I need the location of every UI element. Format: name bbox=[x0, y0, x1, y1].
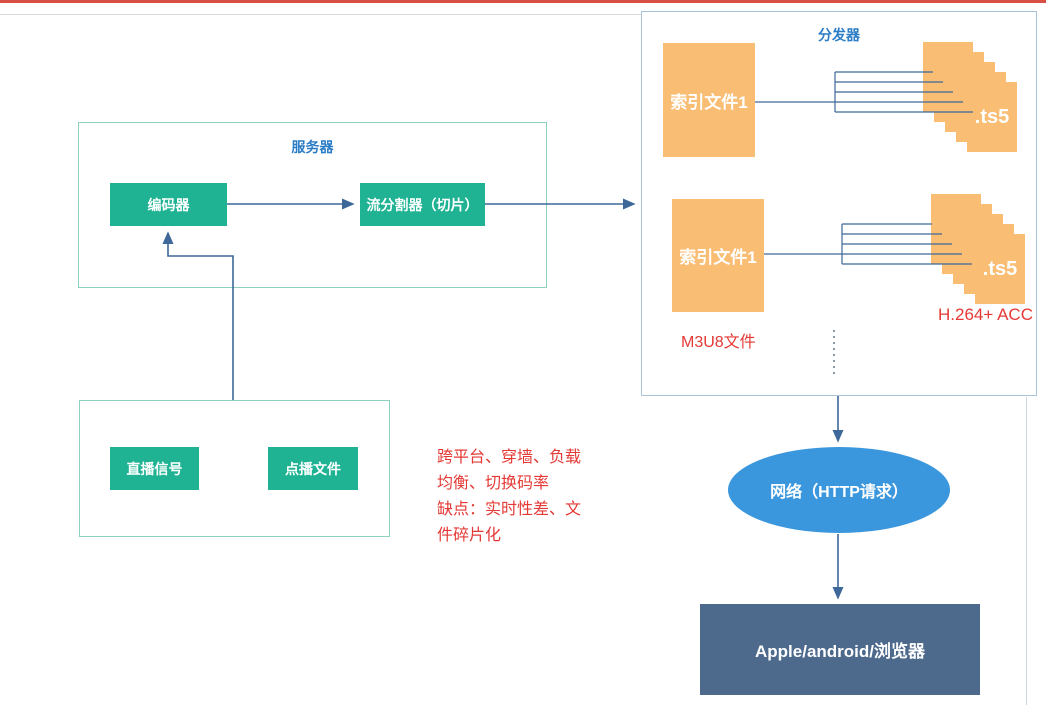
ts-segment-front-row2: .ts5 bbox=[975, 234, 1025, 304]
page-divider-vertical bbox=[1026, 397, 1027, 705]
index-file-node-row1: 索引文件1 bbox=[663, 43, 755, 157]
client-node: Apple/android/浏览器 bbox=[700, 604, 980, 695]
annotation-notes: 跨平台、穿墙、负载 均衡、切换码率 缺点：实时性差、文 件碎片化 bbox=[437, 445, 581, 549]
m3u8-label: M3U8文件 bbox=[681, 334, 756, 351]
encoder-node: 编码器 bbox=[110, 183, 227, 226]
live-signal-node: 直播信号 bbox=[110, 447, 199, 490]
annotation-line: 缺点：实时性差、文 bbox=[437, 501, 582, 518]
ts-segment-front-row1: .ts5 bbox=[967, 82, 1017, 152]
page-divider-horizontal bbox=[0, 14, 641, 15]
index-file-node-row2: 索引文件1 bbox=[672, 199, 764, 312]
annotation-line: 均衡、切换码率 bbox=[437, 475, 550, 492]
vod-file-node: 点播文件 bbox=[268, 447, 358, 490]
server-group-title: 服务器 bbox=[291, 139, 334, 155]
network-node: 网络（HTTP请求） bbox=[728, 447, 950, 533]
stream-splitter-node: 流分割器（切片） bbox=[360, 183, 485, 226]
top-accent-bar bbox=[0, 0, 1046, 3]
codec-label: H.264+ ACC bbox=[938, 305, 1033, 324]
distributor-group-title: 分发器 bbox=[818, 27, 860, 43]
annotation-line: 件碎片化 bbox=[437, 527, 502, 544]
annotation-line: 跨平台、穿墙、负载 bbox=[437, 449, 582, 466]
